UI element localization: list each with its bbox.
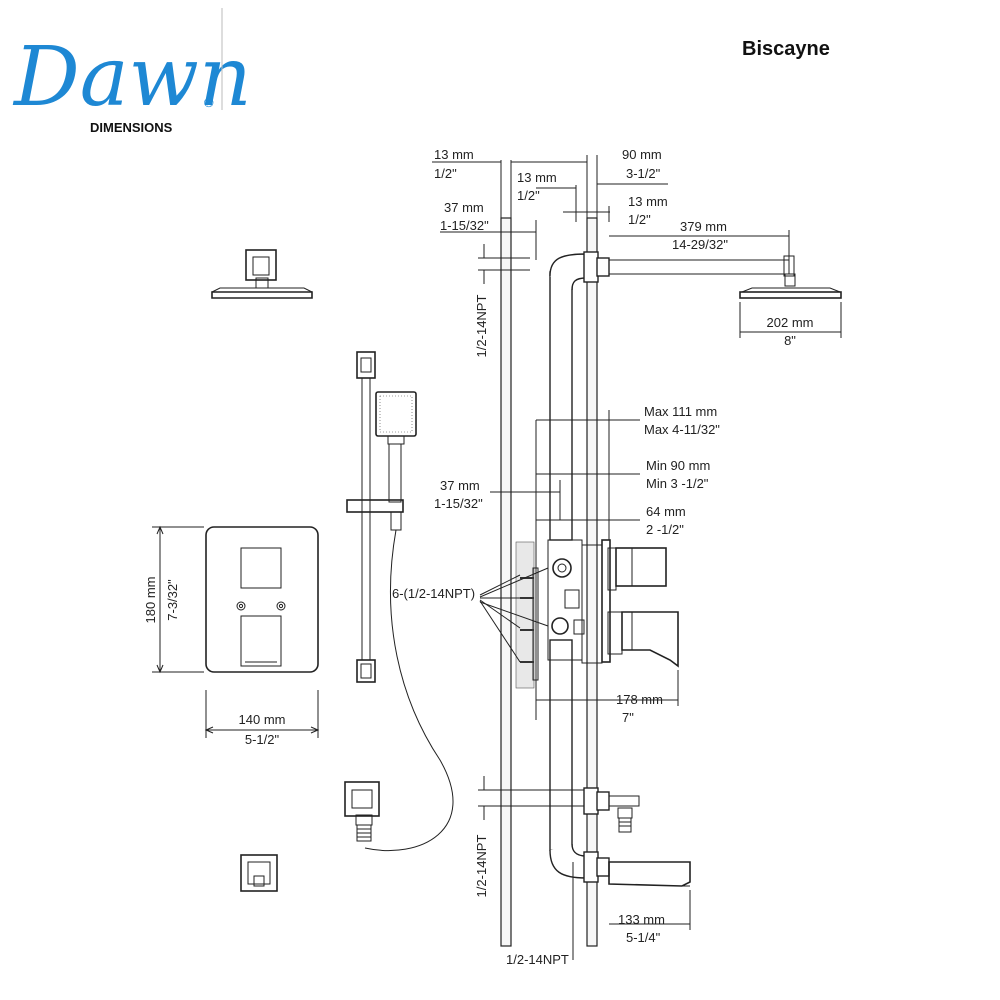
dim-202mm-in: 8": [784, 333, 796, 348]
trim-width-mm: 140 mm: [239, 712, 286, 727]
shower-head-side-icon: [739, 287, 842, 299]
dim-64mm-in: 2 -1/2": [646, 522, 684, 537]
dim-13mm-c: 13 mm: [628, 194, 668, 209]
wall-outlet-icon: [344, 781, 380, 842]
dim-37mm-mid-in: 1-15/32": [434, 496, 483, 511]
tub-spout-icon: [608, 861, 691, 887]
npt-upper: 1/2-14NPT: [474, 295, 489, 358]
dim-13mm-a: 13 mm: [434, 147, 474, 162]
hose-outlet-side-icon: [608, 795, 640, 833]
dim-90mm: 90 mm: [622, 147, 662, 162]
dim-13mm-b: 13 mm: [517, 170, 557, 185]
dim-min-90-in: Min 3 -1/2": [646, 476, 709, 491]
dim-90mm-in: 3-1/2": [626, 166, 661, 181]
slide-bar-hand-shower-icon: [346, 351, 454, 852]
npt-bottom: 1/2-14NPT: [506, 952, 569, 967]
product-name: Biscayne: [742, 38, 830, 60]
dim-37mm-top: 37 mm: [444, 200, 484, 215]
dim-37mm-mid: 37 mm: [440, 478, 480, 493]
dim-min-90: Min 90 mm: [646, 458, 710, 473]
dim-13mm-b-in: 1/2": [517, 188, 540, 203]
trim-height-in: 7-3/32": [165, 579, 180, 621]
trim-height-mm: 180 mm: [143, 577, 158, 624]
dim-379mm: 379 mm: [680, 219, 727, 234]
dim-202mm: 202 mm: [767, 315, 814, 330]
trim-height-dimension: 180 mm 7-3/32": [143, 525, 204, 674]
logo-text: Dawn: [12, 30, 252, 125]
trim-width-in: 5-1/2": [245, 732, 280, 747]
dim-133mm-in: 5-1/4": [626, 930, 661, 945]
dim-64mm: 64 mm: [646, 504, 686, 519]
logo-subtitle: DIMENSIONS: [90, 120, 173, 135]
brand-logo: Dawn ® DIMENSIONS: [12, 8, 252, 135]
dim-max-111-in: Max 4-11/32": [644, 422, 720, 437]
dim-178mm: 178 mm: [616, 692, 663, 707]
riser-pipe: [549, 251, 610, 883]
dim-13mm-a-in: 1/2": [434, 166, 457, 181]
dimension-lines: [432, 155, 842, 960]
rain-shower-head-icon: [211, 249, 313, 299]
shower-arm-icon: [608, 255, 796, 287]
trim-width-dimension: 140 mm 5-1/2": [204, 690, 320, 747]
dim-13mm-c-in: 1/2": [628, 212, 651, 227]
dim-379mm-in: 14-29/32": [672, 237, 728, 252]
registered-mark: ®: [204, 95, 214, 110]
npt-lower: 1/2-14NPT: [474, 835, 489, 898]
dim-max-111: Max 111 mm: [644, 404, 717, 419]
dim-178mm-in: 7": [622, 710, 634, 725]
wall-section-right: [586, 217, 598, 947]
dim-37mm-top-in: 1-15/32": [440, 218, 489, 233]
valve-trim-plate-icon: [205, 526, 319, 673]
drain-outlet-icon: [240, 854, 278, 892]
npt-six-ports: 6-(1/2-14NPT): [392, 586, 475, 601]
dim-133mm: 133 mm: [618, 912, 665, 927]
